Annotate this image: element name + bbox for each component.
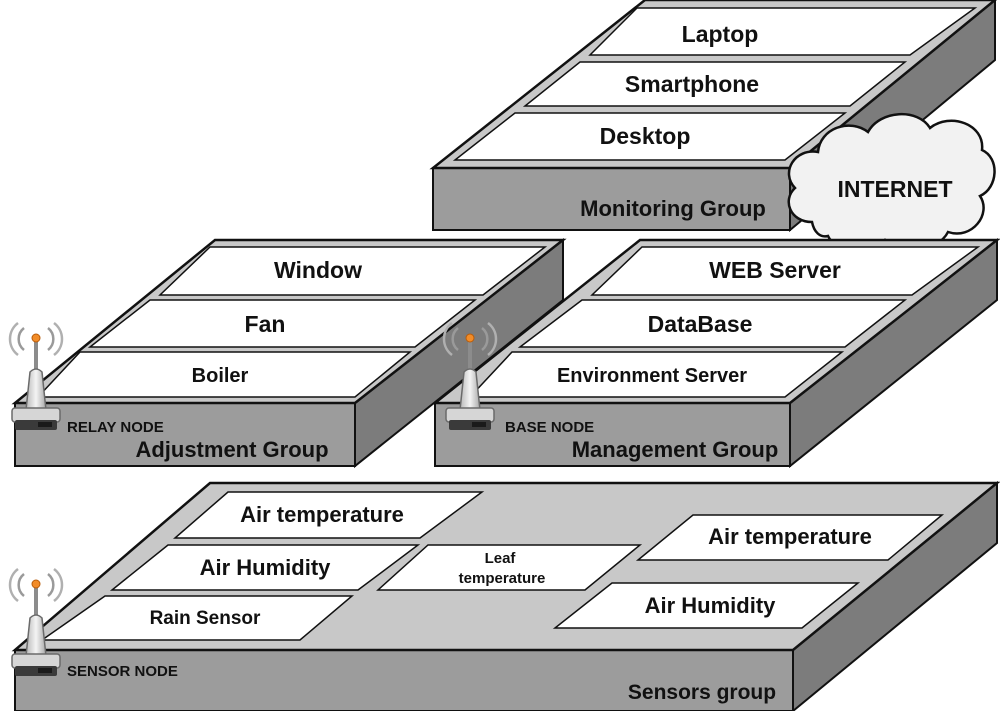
sensors-group-slab bbox=[11, 480, 1000, 711]
item-air-humidity-right: Air Humidity bbox=[645, 593, 777, 618]
item-web-server: WEB Server bbox=[709, 257, 841, 283]
card-air-temperature-left bbox=[172, 491, 485, 539]
item-air-temperature-right: Air temperature bbox=[708, 524, 872, 549]
item-window: Window bbox=[274, 257, 362, 283]
card-web-server bbox=[590, 246, 981, 296]
card-leaf-temperature bbox=[376, 544, 643, 591]
adjustment-group-slab bbox=[11, 237, 567, 469]
card-air-humidity-right bbox=[552, 582, 861, 629]
card-boiler bbox=[36, 351, 413, 398]
item-air-humidity-left: Air Humidity bbox=[200, 555, 332, 580]
card-smartphone bbox=[522, 61, 908, 107]
sensors-group-label: Sensors group bbox=[628, 681, 776, 704]
card-air-temperature-right bbox=[635, 514, 945, 561]
item-rain-sensor: Rain Sensor bbox=[150, 608, 261, 629]
adjustment-group-label: Adjustment Group bbox=[135, 437, 328, 462]
item-environment-server: Environment Server bbox=[557, 365, 747, 387]
card-desktop bbox=[452, 112, 848, 161]
monitoring-group-label: Monitoring Group bbox=[580, 196, 766, 221]
card-window bbox=[158, 246, 548, 296]
item-fan: Fan bbox=[245, 311, 286, 337]
card-air-humidity-left bbox=[109, 544, 421, 591]
item-laptop: Laptop bbox=[682, 21, 759, 47]
management-group-label: Management Group bbox=[572, 437, 779, 462]
item-desktop: Desktop bbox=[600, 123, 691, 149]
item-air-temperature-left: Air temperature bbox=[240, 502, 404, 527]
sensor-node-label: SENSOR NODE bbox=[67, 663, 178, 680]
internet-label: INTERNET bbox=[838, 176, 953, 202]
card-rain-sensor bbox=[39, 595, 355, 641]
base-node-label: BASE NODE bbox=[505, 419, 594, 436]
management-group-slab bbox=[431, 237, 1000, 469]
item-leaf-temperature-line2: temperature bbox=[459, 570, 546, 587]
item-smartphone: Smartphone bbox=[625, 71, 759, 97]
card-laptop bbox=[588, 7, 978, 56]
item-boiler: Boiler bbox=[192, 365, 249, 387]
relay-node-label: RELAY NODE bbox=[67, 419, 164, 436]
card-fan bbox=[87, 299, 478, 348]
card-environment-server bbox=[468, 351, 845, 398]
item-database: DataBase bbox=[648, 311, 753, 337]
card-database bbox=[517, 299, 908, 348]
item-leaf-temperature-line1: Leaf bbox=[485, 550, 517, 567]
